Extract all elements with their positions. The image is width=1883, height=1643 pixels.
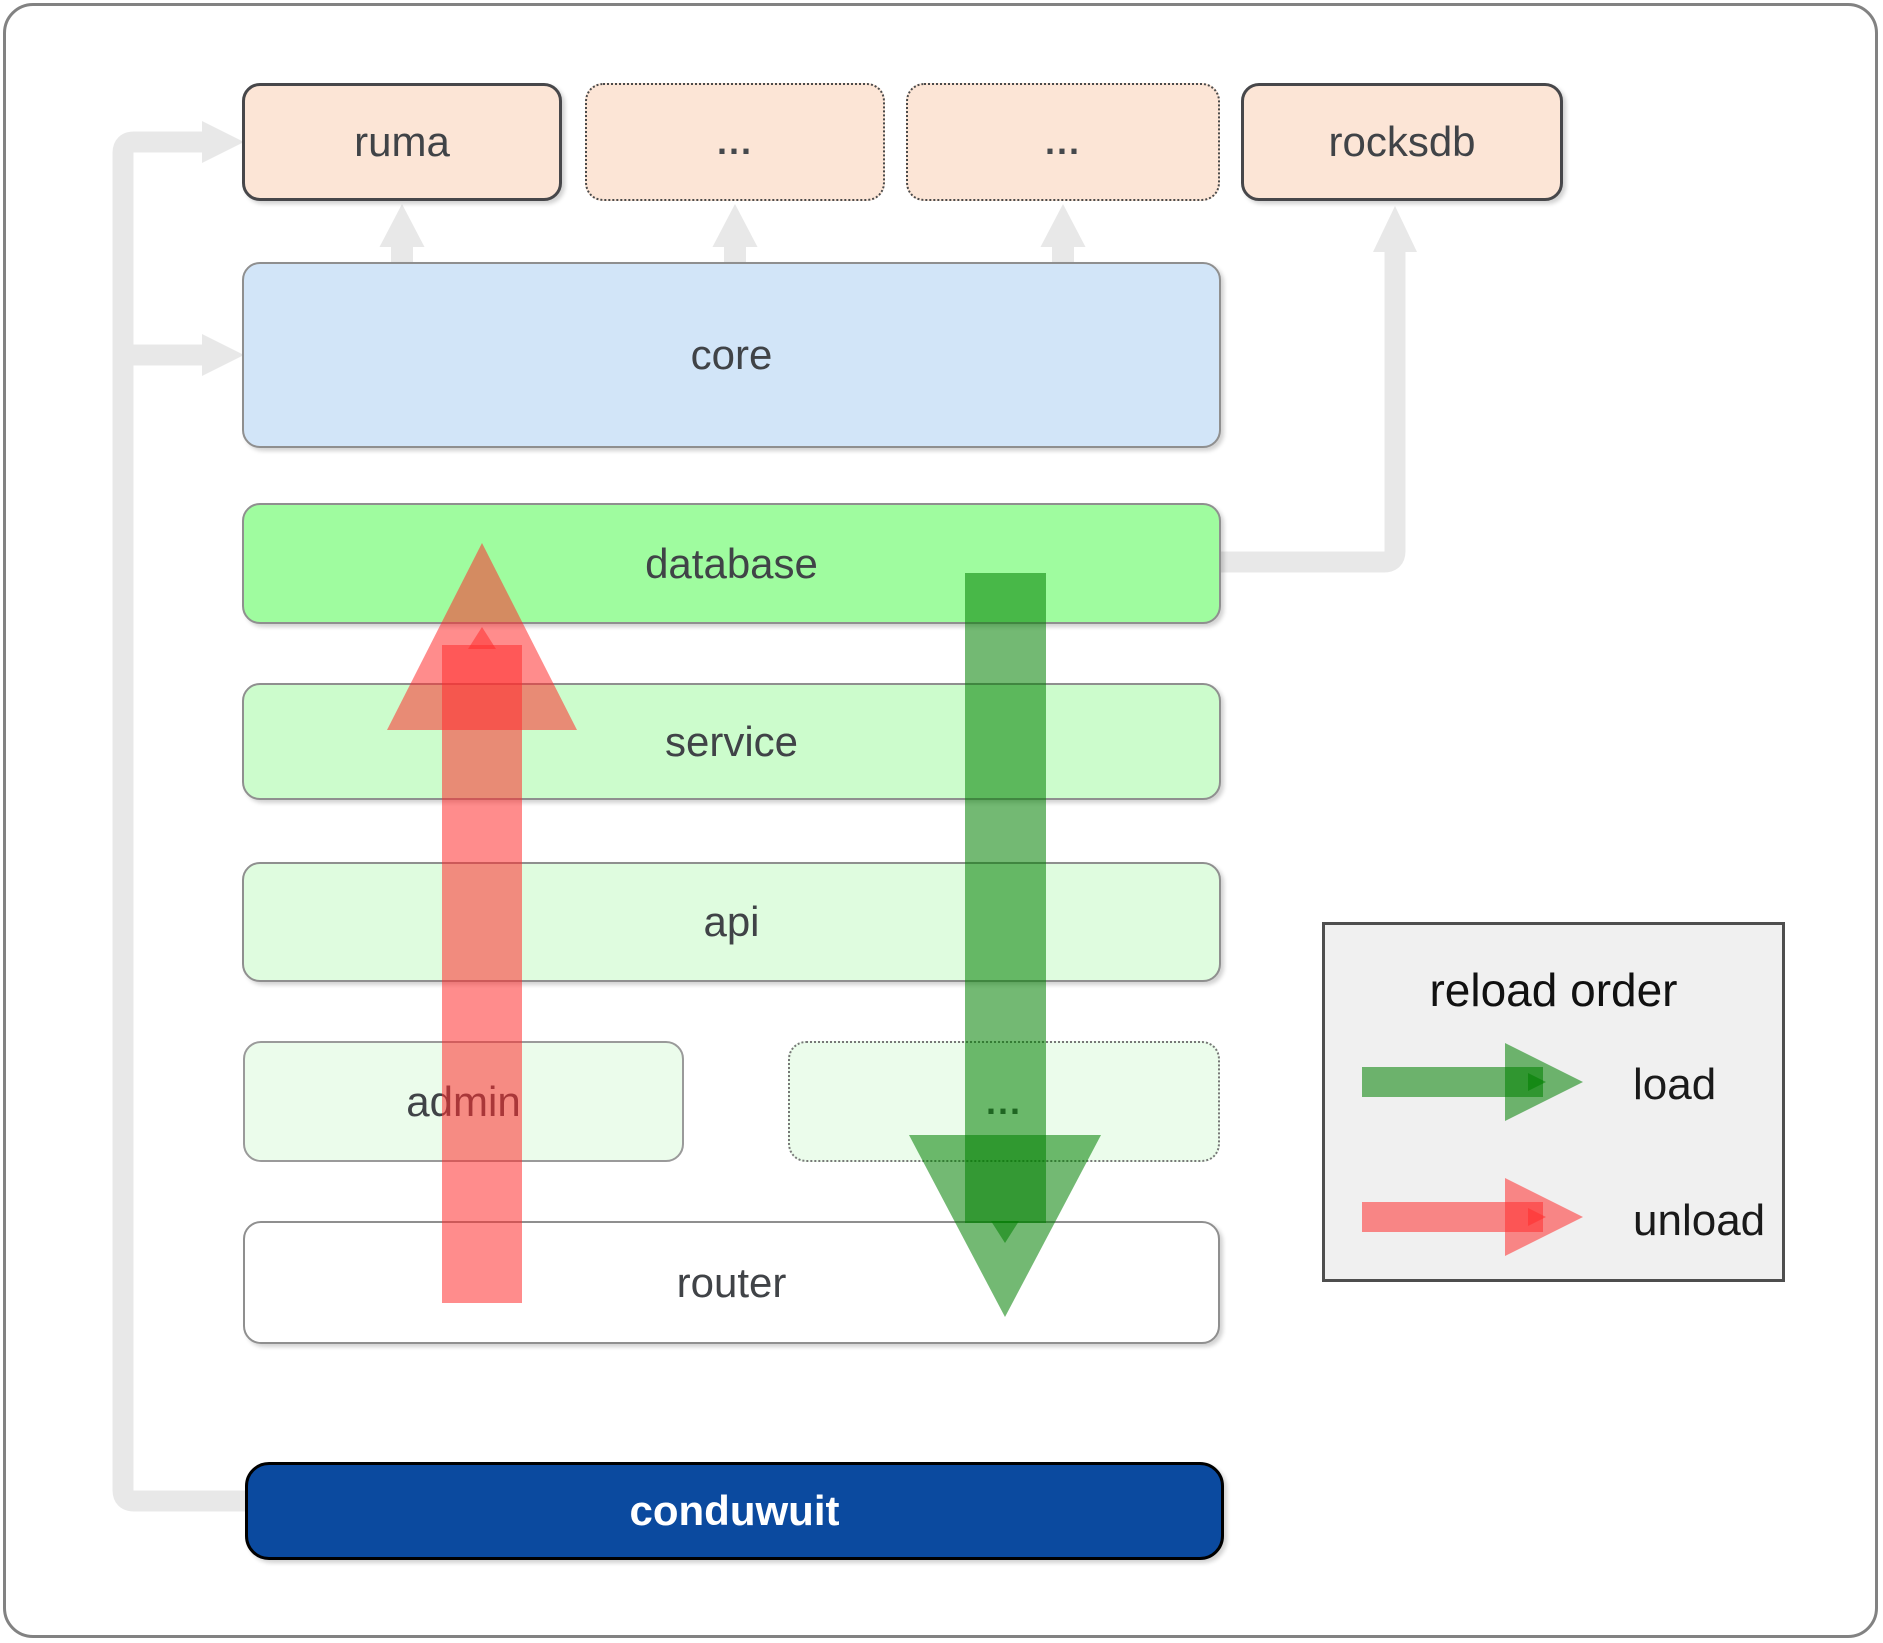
node-ruma: ruma	[242, 83, 562, 201]
node-modules-top-1: ...	[585, 83, 885, 201]
node-api-label: api	[703, 898, 760, 945]
node-router: router	[243, 1221, 1220, 1344]
legend-box: reload order load unload	[1322, 922, 1785, 1282]
legend-title: reload order	[1429, 964, 1678, 1016]
node-modules-top-1-label: ...	[716, 121, 753, 162]
node-database: database	[242, 503, 1221, 624]
node-admin-label: admin	[406, 1077, 521, 1125]
node-admin: admin	[243, 1041, 684, 1162]
node-database-label: database	[645, 539, 818, 587]
node-service: service	[242, 683, 1221, 800]
node-modules-admin: ...	[788, 1041, 1220, 1162]
node-core: core	[242, 262, 1221, 448]
outer-frame	[3, 3, 1878, 1638]
node-modules-admin-label: ...	[985, 1080, 1022, 1122]
node-service-label: service	[664, 717, 799, 765]
node-rocksdb-label: rocksdb	[1328, 118, 1476, 165]
node-core-label: core	[690, 331, 773, 378]
node-modules-top-2: ...	[906, 83, 1220, 201]
legend-unload-label: unload	[1633, 1196, 1766, 1245]
node-modules-top-2-label: ...	[1044, 121, 1081, 162]
legend-load-label: load	[1633, 1060, 1717, 1109]
node-conduwuit: conduwuit	[245, 1462, 1224, 1560]
node-rocksdb: rocksdb	[1241, 83, 1563, 201]
node-api: api	[242, 862, 1221, 982]
node-router-label: router	[676, 1258, 787, 1306]
node-ruma-label: ruma	[354, 118, 450, 165]
node-conduwuit-label: conduwuit	[629, 1487, 840, 1534]
